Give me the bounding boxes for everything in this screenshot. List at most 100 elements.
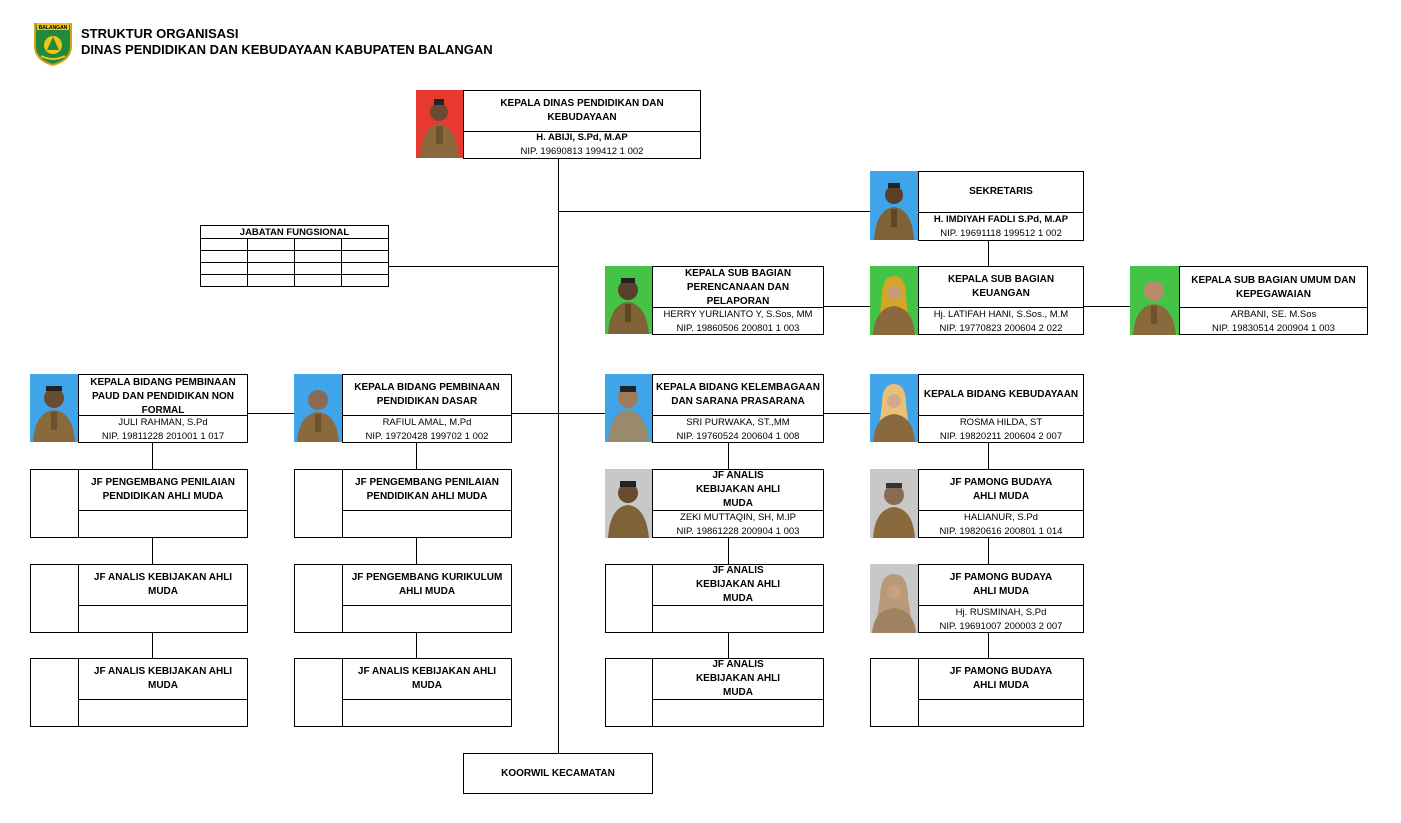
subbag-perencanaan-photo — [605, 266, 652, 334]
col4-connector — [988, 442, 989, 659]
jabatan-fungsional-table: JABATAN FUNGSIONAL — [200, 225, 389, 287]
subbag-keuangan-title: KEPALA SUB BAGIAN KEUANGAN — [947, 274, 1055, 299]
jf-c3r1-photo — [605, 469, 652, 538]
sekretaris-branch — [558, 211, 870, 212]
jf-c4r3-photo-slot — [870, 658, 919, 727]
jf-c3r1-nip: NIP. 19861228 200904 1 003 — [676, 526, 800, 537]
bidang-paud-title: KEPALA BIDANG PEMBINAAN PAUD DAN PENDIDI… — [90, 377, 236, 416]
subbag-perencanaan-box: KEPALA SUB BAGIAN PERENCANAAN DAN PELAPO… — [652, 266, 824, 335]
bidang-dasar-photo — [294, 374, 342, 442]
bidang-kelembagaan-title: KEPALA BIDANG KELEMBAGAAN DAN SARANA PRA… — [656, 382, 820, 407]
kadis-photo — [416, 90, 463, 158]
jf-c1r1-photo-slot — [30, 469, 79, 538]
jf-c4r2-title: JF PAMONG BUDAYA AHLI MUDA — [949, 572, 1053, 597]
jf-c1r3-box: JF ANALIS KEBIJAKAN AHLI MUDA — [78, 658, 248, 727]
jf-c3r1-box: JF ANALIS KEBIJAKAN AHLI MUDA ZEKI MUTTA… — [652, 469, 824, 538]
sekretaris-name: H. IMDIYAH FADLI S.Pd, M.AP — [933, 214, 1069, 225]
sekretaris-nip: NIP. 19691118 199512 1 002 — [940, 228, 1062, 239]
bidang-line — [247, 413, 870, 414]
jf-c2r2-title: JF PENGEMBANG KURIKULUM AHLI MUDA — [351, 572, 503, 597]
jf-c3r3-title: JF ANALIS KEBIJAKAN AHLI MUDA — [695, 659, 781, 698]
jf-c2r3-title: JF ANALIS KEBIJAKAN AHLI MUDA — [357, 666, 497, 691]
jf-c2r3-box: JF ANALIS KEBIJAKAN AHLI MUDA — [342, 658, 512, 727]
jf-c3r3-box: JF ANALIS KEBIJAKAN AHLI MUDA — [652, 658, 824, 727]
logo: BALANGAN — [33, 20, 73, 67]
bidang-dasar-name: RAFIUL AMAL, M.Pd — [382, 417, 472, 428]
bidang-kebudayaan-nip: NIP. 19820211 200604 2 007 — [939, 431, 1063, 442]
jf-c1r1-box: JF PENGEMBANG PENILAIAN PENDIDIKAN AHLI … — [78, 469, 248, 538]
subbag-umum-nip: NIP. 19830514 200904 1 003 — [1212, 323, 1335, 334]
bidang-paud-photo — [30, 374, 78, 442]
jf-c4r1-nip: NIP. 19820616 200801 1 014 — [939, 526, 1063, 537]
subbag-keuangan-photo — [870, 266, 918, 335]
main-trunk — [558, 158, 559, 754]
subbag-keuangan-box: KEPALA SUB BAGIAN KEUANGAN Hj. LATIFAH H… — [918, 266, 1084, 335]
bidang-kebudayaan-box: KEPALA BIDANG KEBUDAYAAN ROSMA HILDA, ST… — [918, 374, 1084, 443]
jf-c3r2-photo-slot — [605, 564, 653, 633]
sekretaris-drop — [988, 240, 989, 266]
bidang-dasar-box: KEPALA BIDANG PEMBINAAN PENDIDIKAN DASAR… — [342, 374, 512, 443]
col2-connector — [416, 442, 417, 659]
bidang-paud-name: JULI RAHMAN, S.Pd — [118, 417, 208, 428]
jf-c1r2-box: JF ANALIS KEBIJAKAN AHLI MUDA — [78, 564, 248, 633]
jf-c4r1-title: JF PAMONG BUDAYA AHLI MUDA — [949, 477, 1053, 502]
subbag-umum-title: KEPALA SUB BAGIAN UMUM DAN KEPEGAWAIAN — [1191, 275, 1356, 300]
jf-c3r2-title: JF ANALIS KEBIJAKAN AHLI MUDA — [695, 565, 781, 604]
jf-c4r2-photo — [870, 564, 918, 633]
bidang-kelembagaan-nip: NIP. 19760524 200604 1 008 — [676, 431, 800, 442]
jf-c2r1-photo-slot — [294, 469, 343, 538]
col1-connector — [152, 442, 153, 659]
jf-c4r2-box: JF PAMONG BUDAYA AHLI MUDA Hj. RUSMINAH,… — [918, 564, 1084, 633]
koorwil-box: KOORWIL KECAMATAN — [463, 753, 653, 794]
jf-c3r1-name: ZEKI MUTTAQIN, SH, M.IP — [680, 512, 796, 523]
bidang-paud-box: KEPALA BIDANG PEMBINAAN PAUD DAN PENDIDI… — [78, 374, 248, 443]
jf-c4r3-title: JF PAMONG BUDAYA AHLI MUDA — [949, 666, 1053, 691]
bidang-kebudayaan-photo — [870, 374, 918, 442]
col3-connector — [728, 442, 729, 659]
subbag-umum-photo — [1130, 266, 1179, 335]
subbag-perencanaan-title: KEPALA SUB BAGIAN PERENCANAAN DAN PELAPO… — [684, 268, 792, 307]
sekretaris-photo — [870, 171, 918, 240]
jf-c2r2-box: JF PENGEMBANG KURIKULUM AHLI MUDA — [342, 564, 512, 633]
jf-c3r3-photo-slot — [605, 658, 653, 727]
jf-c4r2-name: Hj. RUSMINAH, S.Pd — [955, 607, 1047, 618]
sekretaris-box: SEKRETARIS H. IMDIYAH FADLI S.Pd, M.AP N… — [918, 171, 1084, 241]
jf-branch — [389, 266, 558, 267]
jf-c4r1-box: JF PAMONG BUDAYA AHLI MUDA HALIANUR, S.P… — [918, 469, 1084, 538]
subbag-umum-name: ARBANI, SE. M.Sos — [1230, 309, 1317, 320]
jf-c3r1-title: JF ANALIS KEBIJAKAN AHLI MUDA — [695, 470, 781, 509]
subbag-perencanaan-name: HERRY YURLIANTO Y, S.Sos, MM — [663, 309, 813, 320]
jf-c1r2-photo-slot — [30, 564, 79, 633]
logo-text: BALANGAN — [39, 25, 68, 31]
jf-c4r3-box: JF PAMONG BUDAYA AHLI MUDA — [918, 658, 1084, 727]
jf-c3r2-box: JF ANALIS KEBIJAKAN AHLI MUDA — [652, 564, 824, 633]
bidang-paud-nip: NIP. 19811228 201001 1 017 — [101, 431, 225, 442]
jf-c1r1-title: JF PENGEMBANG PENILAIAN PENDIDIKAN AHLI … — [91, 477, 235, 502]
jabatan-fungsional-title: JABATAN FUNGSIONAL — [200, 225, 389, 239]
jf-c2r2-photo-slot — [294, 564, 343, 633]
bidang-dasar-nip: NIP. 19720428 199702 1 002 — [365, 431, 489, 442]
jf-c2r1-title: JF PENGEMBANG PENILAIAN PENDIDIKAN AHLI … — [355, 477, 499, 502]
jf-c4r1-photo — [870, 469, 918, 538]
subbag-perencanaan-nip: NIP. 19860506 200801 1 003 — [676, 323, 800, 334]
subbag-keuangan-name: Hj. LATIFAH HANI, S.Sos., M.M — [933, 309, 1069, 320]
bidang-kebudayaan-name: ROSMA HILDA, ST — [959, 417, 1043, 428]
bidang-kelembagaan-box: KEPALA BIDANG KELEMBAGAAN DAN SARANA PRA… — [652, 374, 824, 443]
jf-c2r1-box: JF PENGEMBANG PENILAIAN PENDIDIKAN AHLI … — [342, 469, 512, 538]
jf-c2r3-photo-slot — [294, 658, 343, 727]
kadis-box: KEPALA DINAS PENDIDIKAN DAN KEBUDAYAAN H… — [463, 90, 701, 159]
jf-c4r2-nip: NIP. 19691007 200003 2 007 — [939, 621, 1063, 632]
jf-c1r3-title: JF ANALIS KEBIJAKAN AHLI MUDA — [93, 666, 233, 691]
bidang-dasar-title: KEPALA BIDANG PEMBINAAN PENDIDIKAN DASAR — [354, 382, 500, 407]
kadis-name: H. ABIJI, S.Pd, M.AP — [536, 132, 628, 143]
sekretaris-title: SEKRETARIS — [969, 186, 1033, 197]
subbag-umum-box: KEPALA SUB BAGIAN UMUM DAN KEPEGAWAIAN A… — [1179, 266, 1368, 335]
header-line-2: DINAS PENDIDIKAN DAN KEBUDAYAAN KABUPATE… — [81, 42, 493, 57]
kadis-nip: NIP. 19690813 199412 1 002 — [520, 146, 644, 157]
kadis-title: KEPALA DINAS PENDIDIKAN DAN KEBUDAYAAN — [500, 98, 664, 123]
koorwil-title: KOORWIL KECAMATAN — [501, 767, 615, 779]
subbag-keuangan-nip: NIP. 19770823 200604 2 022 — [939, 323, 1063, 334]
jf-c1r2-title: JF ANALIS KEBIJAKAN AHLI MUDA — [93, 572, 233, 597]
bidang-kebudayaan-title: KEPALA BIDANG KEBUDAYAAN — [923, 389, 1079, 400]
bidang-kelembagaan-photo — [605, 374, 652, 442]
